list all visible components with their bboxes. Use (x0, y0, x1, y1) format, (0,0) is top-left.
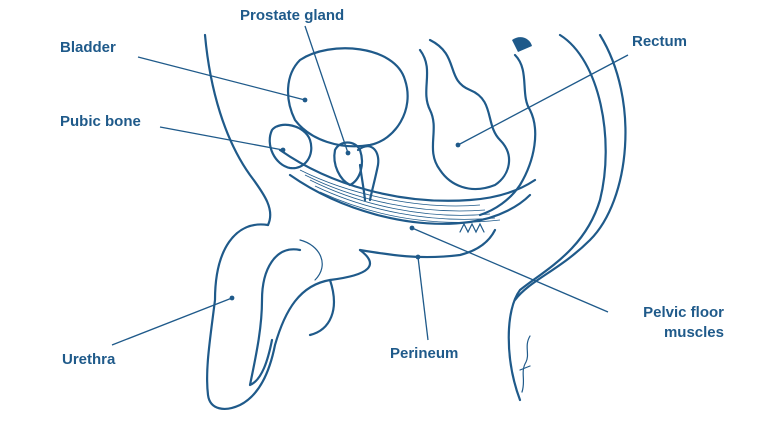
rectum-inner (478, 53, 537, 217)
label-urethra: Urethra (62, 351, 116, 368)
signature-scribble (519, 335, 531, 393)
muscle-fibres (299, 169, 501, 223)
vessel-dark (512, 37, 532, 52)
bladder-shape (286, 47, 409, 148)
label-pelvic-floor-line1: Pelvic floor (643, 304, 724, 321)
bladder-dot (302, 97, 308, 103)
scrotum-outline (308, 228, 497, 337)
urethra-leader (111, 297, 233, 346)
penis-inner (248, 248, 302, 387)
perineum-leader (417, 256, 429, 341)
prostate-leader (304, 25, 349, 154)
label-prostate-gland: Prostate gland (240, 7, 345, 24)
label-rectum: Rectum (632, 33, 688, 50)
urethra-dot (229, 295, 235, 301)
pelvic-floor-leader (411, 227, 609, 313)
bladder-leader (137, 56, 306, 101)
prostate-dot (345, 150, 351, 156)
buttock-outline (513, 33, 627, 302)
rectum-dot (455, 142, 461, 148)
rectum-leader (457, 54, 629, 146)
pubic-bone-shape (268, 123, 313, 170)
label-pubic-bone: Pubic bone (60, 113, 141, 130)
pubic-bone-dot (280, 147, 286, 153)
rectum-shape (418, 38, 511, 190)
pelvic-floor-band (278, 148, 537, 225)
label-pelvic-floor-muscles: Pelvic floor muscles (612, 303, 724, 343)
pelvic-floor-dot (409, 225, 415, 231)
label-bladder: Bladder (60, 39, 116, 56)
perineum-dot (415, 254, 421, 260)
label-perineum: Perineum (390, 345, 459, 362)
label-pelvic-floor-line2: muscles (663, 324, 724, 341)
penis-shaft-line (299, 239, 323, 281)
back-outline (507, 33, 607, 402)
penis-outline (205, 223, 372, 410)
pubic-bone-leader (159, 126, 284, 151)
abdomen-outline (203, 33, 272, 227)
sphincter-coils (459, 222, 485, 234)
